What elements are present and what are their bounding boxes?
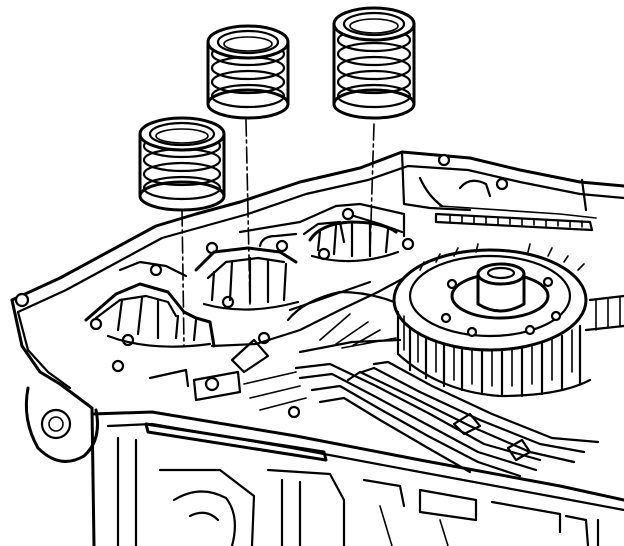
case-housing xyxy=(10,150,624,546)
accumulator-bores xyxy=(84,220,406,374)
fluid-channels xyxy=(148,360,600,478)
spring-left xyxy=(138,116,226,212)
installation-guide-lines xyxy=(181,119,375,347)
spring-right xyxy=(332,6,416,120)
spring-middle xyxy=(206,24,290,120)
lower-case xyxy=(90,410,624,546)
gear-assembly xyxy=(392,243,624,398)
